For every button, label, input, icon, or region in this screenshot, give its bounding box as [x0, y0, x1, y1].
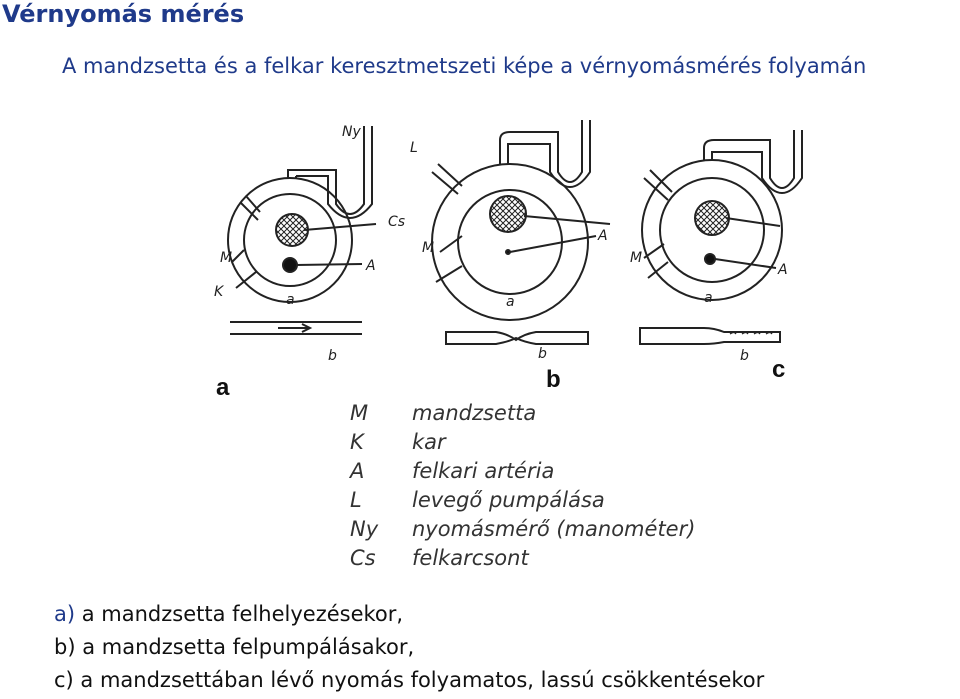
panel-a-label: a [216, 374, 230, 401]
caption-text: a mandzsetta felhelyezésekor, [75, 602, 404, 626]
panel-c-arm [659, 177, 765, 283]
panel-b-artery [505, 249, 511, 255]
caption-key: a) [54, 602, 76, 626]
legend-text: felkarcsont [412, 545, 529, 570]
caption-text: a mandzsettában lévő nyomás folyamatos, … [73, 668, 765, 692]
panel-c-tube [703, 130, 803, 194]
legend-row: Ny nyomásmérő (manométer) [350, 514, 730, 543]
figure-caption: a) a mandzsetta felhelyezésekor, b) a ma… [54, 598, 764, 697]
panel-b-label: b [546, 366, 561, 393]
legend-text: levegő pumpálása [412, 487, 605, 512]
panel-a-arm-label: K [214, 284, 225, 300]
caption-line-b: b) a mandzsetta felpumpálásakor, [54, 631, 764, 664]
panel-b-section-label: a [506, 294, 515, 310]
legend-text: mandzsetta [412, 400, 537, 425]
caption-line-c: c) a mandzsettában lévő nyomás folyamato… [54, 664, 764, 697]
panel-b-cuff-ring [431, 163, 589, 321]
legend-text: felkari artéria [412, 458, 555, 483]
panel-b-bone [489, 195, 527, 233]
panel-c-vessel-label: b [740, 348, 749, 364]
panel-a-arm [243, 193, 337, 287]
legend-text: nyomásmérő (manométer) [412, 516, 696, 541]
panel-a-manometer-label: Ny [342, 124, 361, 140]
caption-key: b) [54, 635, 76, 659]
panel-b-air-label: L [410, 140, 418, 156]
figure-subtitle: A mandzsetta és a felkar keresztmetszeti… [62, 54, 867, 78]
panel-c-label: c [772, 356, 786, 383]
caption-line-a: a) a mandzsetta felhelyezésekor, [54, 598, 764, 631]
panel-b-cuff-label: M [422, 240, 434, 256]
panel-a-vessel-label: b [328, 348, 337, 364]
legend-key: K [350, 429, 364, 454]
caption-key: c) [54, 668, 74, 692]
panel-c-cuff-label: M [630, 250, 642, 266]
panel-c-artery [704, 253, 716, 265]
panel-c-diagram [639, 130, 803, 345]
panel-a-artery [282, 257, 298, 273]
panel-a-bone-label: Cs [388, 214, 405, 230]
panel-a-cuff-label: M [220, 250, 232, 266]
legend-key: M [350, 400, 369, 425]
panel-c-bone [694, 200, 730, 236]
panel-b-diagram [431, 120, 611, 345]
legend-key: L [350, 487, 362, 512]
legend-key: Ny [350, 516, 379, 541]
legend-text: kar [412, 429, 446, 454]
legend-row: Cs felkarcsont [350, 543, 730, 572]
caption-text: a mandzsetta felpumpálásakor, [75, 635, 415, 659]
legend-key: A [350, 458, 365, 483]
panel-b-vessel-label: b [538, 346, 547, 362]
panel-a-diagram [227, 126, 377, 335]
panel-a-cuff-ring [227, 177, 353, 303]
panel-a-bone [275, 213, 309, 247]
panel-c-artery-label: A [777, 262, 788, 278]
legend-key: Cs [350, 545, 376, 570]
panel-c-section-label: a [704, 290, 713, 306]
page-title: Vérnyomás mérés [2, 0, 245, 28]
panel-a-artery-label: A [365, 258, 376, 274]
cuff-cross-section-figure: Ny Cs M A K a b L M A a b M A a b a b c [200, 112, 820, 587]
panel-b-artery-label: A [597, 228, 608, 244]
panel-b-tube [499, 120, 591, 188]
panel-a-section-label: a [286, 292, 295, 308]
